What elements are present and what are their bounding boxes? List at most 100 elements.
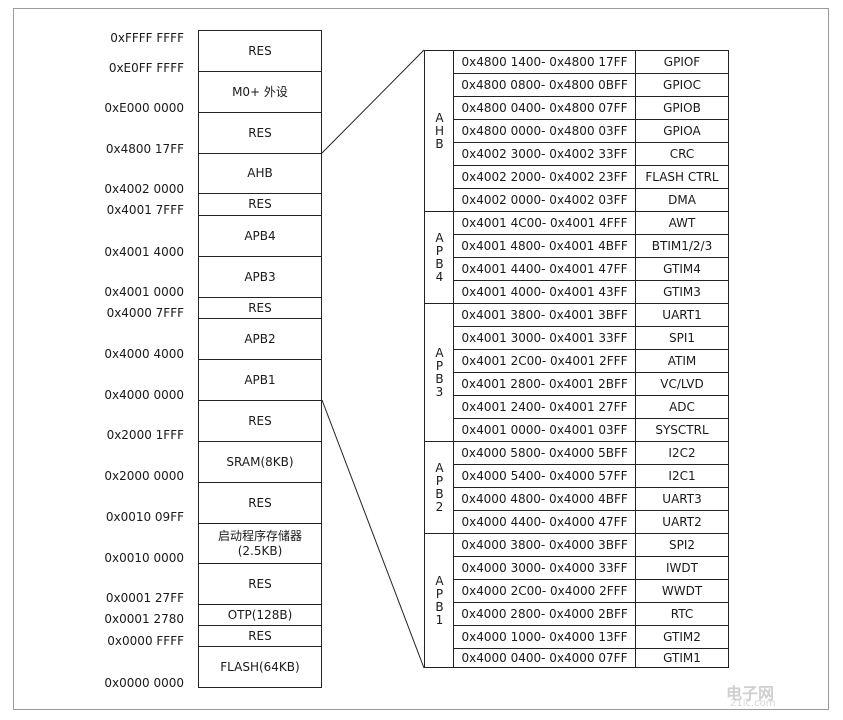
- peripheral-name: GPIOF: [663, 55, 701, 69]
- address-range: 0x4001 4800- 0x4001 4BFF: [454, 235, 636, 257]
- memory-segment: RES: [199, 626, 321, 647]
- address-label: 0xFFFF FFFF: [110, 31, 184, 45]
- peripheral-name: GPIOA: [663, 124, 701, 138]
- peripheral-name: GPIOB: [663, 101, 701, 115]
- table-row: 0x4001 3800- 0x4001 3BFF UART1: [454, 304, 728, 327]
- memory-segment: RES: [199, 298, 321, 319]
- table-row: 0x4000 5400- 0x4000 57FF I2C1: [454, 465, 728, 488]
- address-label: 0x4001 0000: [104, 285, 184, 299]
- watermark-logo: 电子网: [726, 684, 775, 703]
- address-range: 0x4000 2800- 0x4000 2BFF: [454, 603, 636, 625]
- address-label: 0x4800 17FF: [105, 142, 184, 156]
- address-label: 0x4000 4000: [104, 347, 184, 361]
- table-row: 0x4002 0000- 0x4002 03FF DMA: [454, 189, 728, 212]
- address-range: 0x4800 1400- 0x4800 17FF: [454, 51, 636, 73]
- peripheral-name: AWT: [668, 216, 696, 230]
- peripheral-name: GPIOC: [663, 78, 701, 92]
- address-range: 0x4001 3800- 0x4001 3BFF: [454, 304, 636, 326]
- connector-bottom: [321, 399, 425, 669]
- memory-segment: 启动程序存储器 (2.5KB): [199, 524, 321, 564]
- peripheral-name: VC/LVD: [660, 377, 704, 391]
- bus-group: APB4: [425, 212, 454, 304]
- address-range: 0x4800 0400- 0x4800 07FF: [454, 97, 636, 119]
- memory-segment: APB3: [199, 257, 321, 298]
- memory-segment: RES: [199, 194, 321, 216]
- table-row: 0x4000 2800- 0x4000 2BFF RTC: [454, 603, 728, 626]
- memory-segment: RES: [199, 483, 321, 524]
- address-label: 0x4002 0000: [104, 182, 184, 196]
- address-range: 0x4001 4000- 0x4001 43FF: [454, 281, 636, 303]
- address-range: 0x4800 0800- 0x4800 0BFF: [454, 74, 636, 96]
- table-row: 0x4800 0000- 0x4800 03FF GPIOA: [454, 120, 728, 143]
- table-row: 0x4800 0800- 0x4800 0BFF GPIOC: [454, 74, 728, 97]
- peripheral-name: FLASH CTRL: [645, 170, 719, 184]
- address-label: 0x0000 0000: [104, 676, 184, 690]
- peripheral-name: I2C2: [668, 446, 696, 460]
- memory-segment: APB4: [199, 216, 321, 257]
- peripheral-name: SPI1: [668, 331, 696, 345]
- address-range: 0x4001 4400- 0x4001 47FF: [454, 258, 636, 280]
- address-range: 0x4002 3000- 0x4002 33FF: [454, 143, 636, 165]
- memory-segment: FLASH(64KB): [220, 659, 300, 674]
- bus-group: APB1: [435, 573, 444, 627]
- address-range: 0x4000 5800- 0x4000 5BFF: [454, 442, 636, 464]
- memory-segment: APB1: [199, 360, 321, 401]
- address-range: 0x4001 2800- 0x4001 2BFF: [454, 373, 636, 395]
- peripheral-name: UART1: [662, 308, 702, 322]
- bus-group: APB3: [425, 304, 454, 442]
- address-label: 0x4000 7FFF: [106, 306, 184, 320]
- peripheral-name: GTIM1: [663, 651, 701, 665]
- peripheral-name: I2C1: [668, 469, 696, 483]
- memory-segment: AHB: [199, 154, 321, 194]
- address-label: 0x0001 27FF: [105, 591, 184, 605]
- address-range: 0x4000 1000- 0x4000 13FF: [454, 626, 636, 648]
- address-range: 0x4002 0000- 0x4002 03FF: [454, 189, 636, 211]
- memory-segment: SRAM(8KB): [199, 442, 321, 483]
- memory-map: RES M0+ 外设 RES AHB RES APB4 APB3 RES APB…: [198, 30, 322, 688]
- peripheral-name: RTC: [670, 607, 694, 621]
- peripheral-name: UART3: [662, 492, 702, 506]
- address-range: 0x4800 0000- 0x4800 03FF: [454, 120, 636, 142]
- peripheral-name: WWDT: [661, 584, 703, 598]
- address-label: 0x4001 7FFF: [106, 203, 184, 217]
- peripheral-name: UART2: [662, 515, 702, 529]
- memory-segment: RES: [199, 31, 321, 72]
- diagram-frame: [13, 8, 829, 710]
- table-row: 0x4800 0400- 0x4800 07FF GPIOB: [454, 97, 728, 120]
- peripheral-name: DMA: [668, 193, 696, 207]
- peripheral-name: CRC: [669, 147, 695, 161]
- address-label: 0x0001 2780: [104, 612, 184, 626]
- connector-top: [321, 49, 425, 154]
- address-label: 0x4000 0000: [104, 388, 184, 402]
- peripheral-table: 0x4800 1400- 0x4800 17FF GPIOF 0x4800 080…: [453, 50, 729, 668]
- address-label: 0x2000 0000: [104, 469, 184, 483]
- table-row: 0x4000 1000- 0x4000 13FF GTIM2: [454, 626, 728, 649]
- peripheral-name: GTIM3: [663, 285, 701, 299]
- address-range: 0x4000 3000- 0x4000 33FF: [454, 557, 636, 579]
- peripheral-name: BTIM1/2/3: [651, 239, 713, 253]
- address-range: 0x4000 3800- 0x4000 3BFF: [454, 534, 636, 556]
- address-range: 0x4001 3000- 0x4001 33FF: [454, 327, 636, 349]
- address-label: 0xE000 0000: [104, 101, 184, 115]
- address-label: 0x0010 0000: [104, 551, 184, 565]
- address-label: 0x2000 1FFF: [106, 428, 184, 442]
- address-range: 0x4000 5400- 0x4000 57FF: [454, 465, 636, 487]
- peripheral-name: GTIM4: [663, 262, 701, 276]
- address-range: 0x4001 0000- 0x4001 03FF: [454, 419, 636, 441]
- table-row: 0x4001 4000- 0x4001 43FF GTIM3: [454, 281, 728, 304]
- memory-segment: M0+ 外设: [199, 72, 321, 113]
- table-row: 0x4800 1400- 0x4800 17FF GPIOF: [454, 51, 728, 74]
- memory-segment: RES: [199, 113, 321, 154]
- memory-segment: APB2: [199, 319, 321, 360]
- peripheral-name: GTIM2: [663, 630, 701, 644]
- bus-group: APB2: [425, 442, 454, 534]
- address-range: 0x4001 2400- 0x4001 27FF: [454, 396, 636, 418]
- table-row: 0x4001 4800- 0x4001 4BFF BTIM1/2/3: [454, 235, 728, 258]
